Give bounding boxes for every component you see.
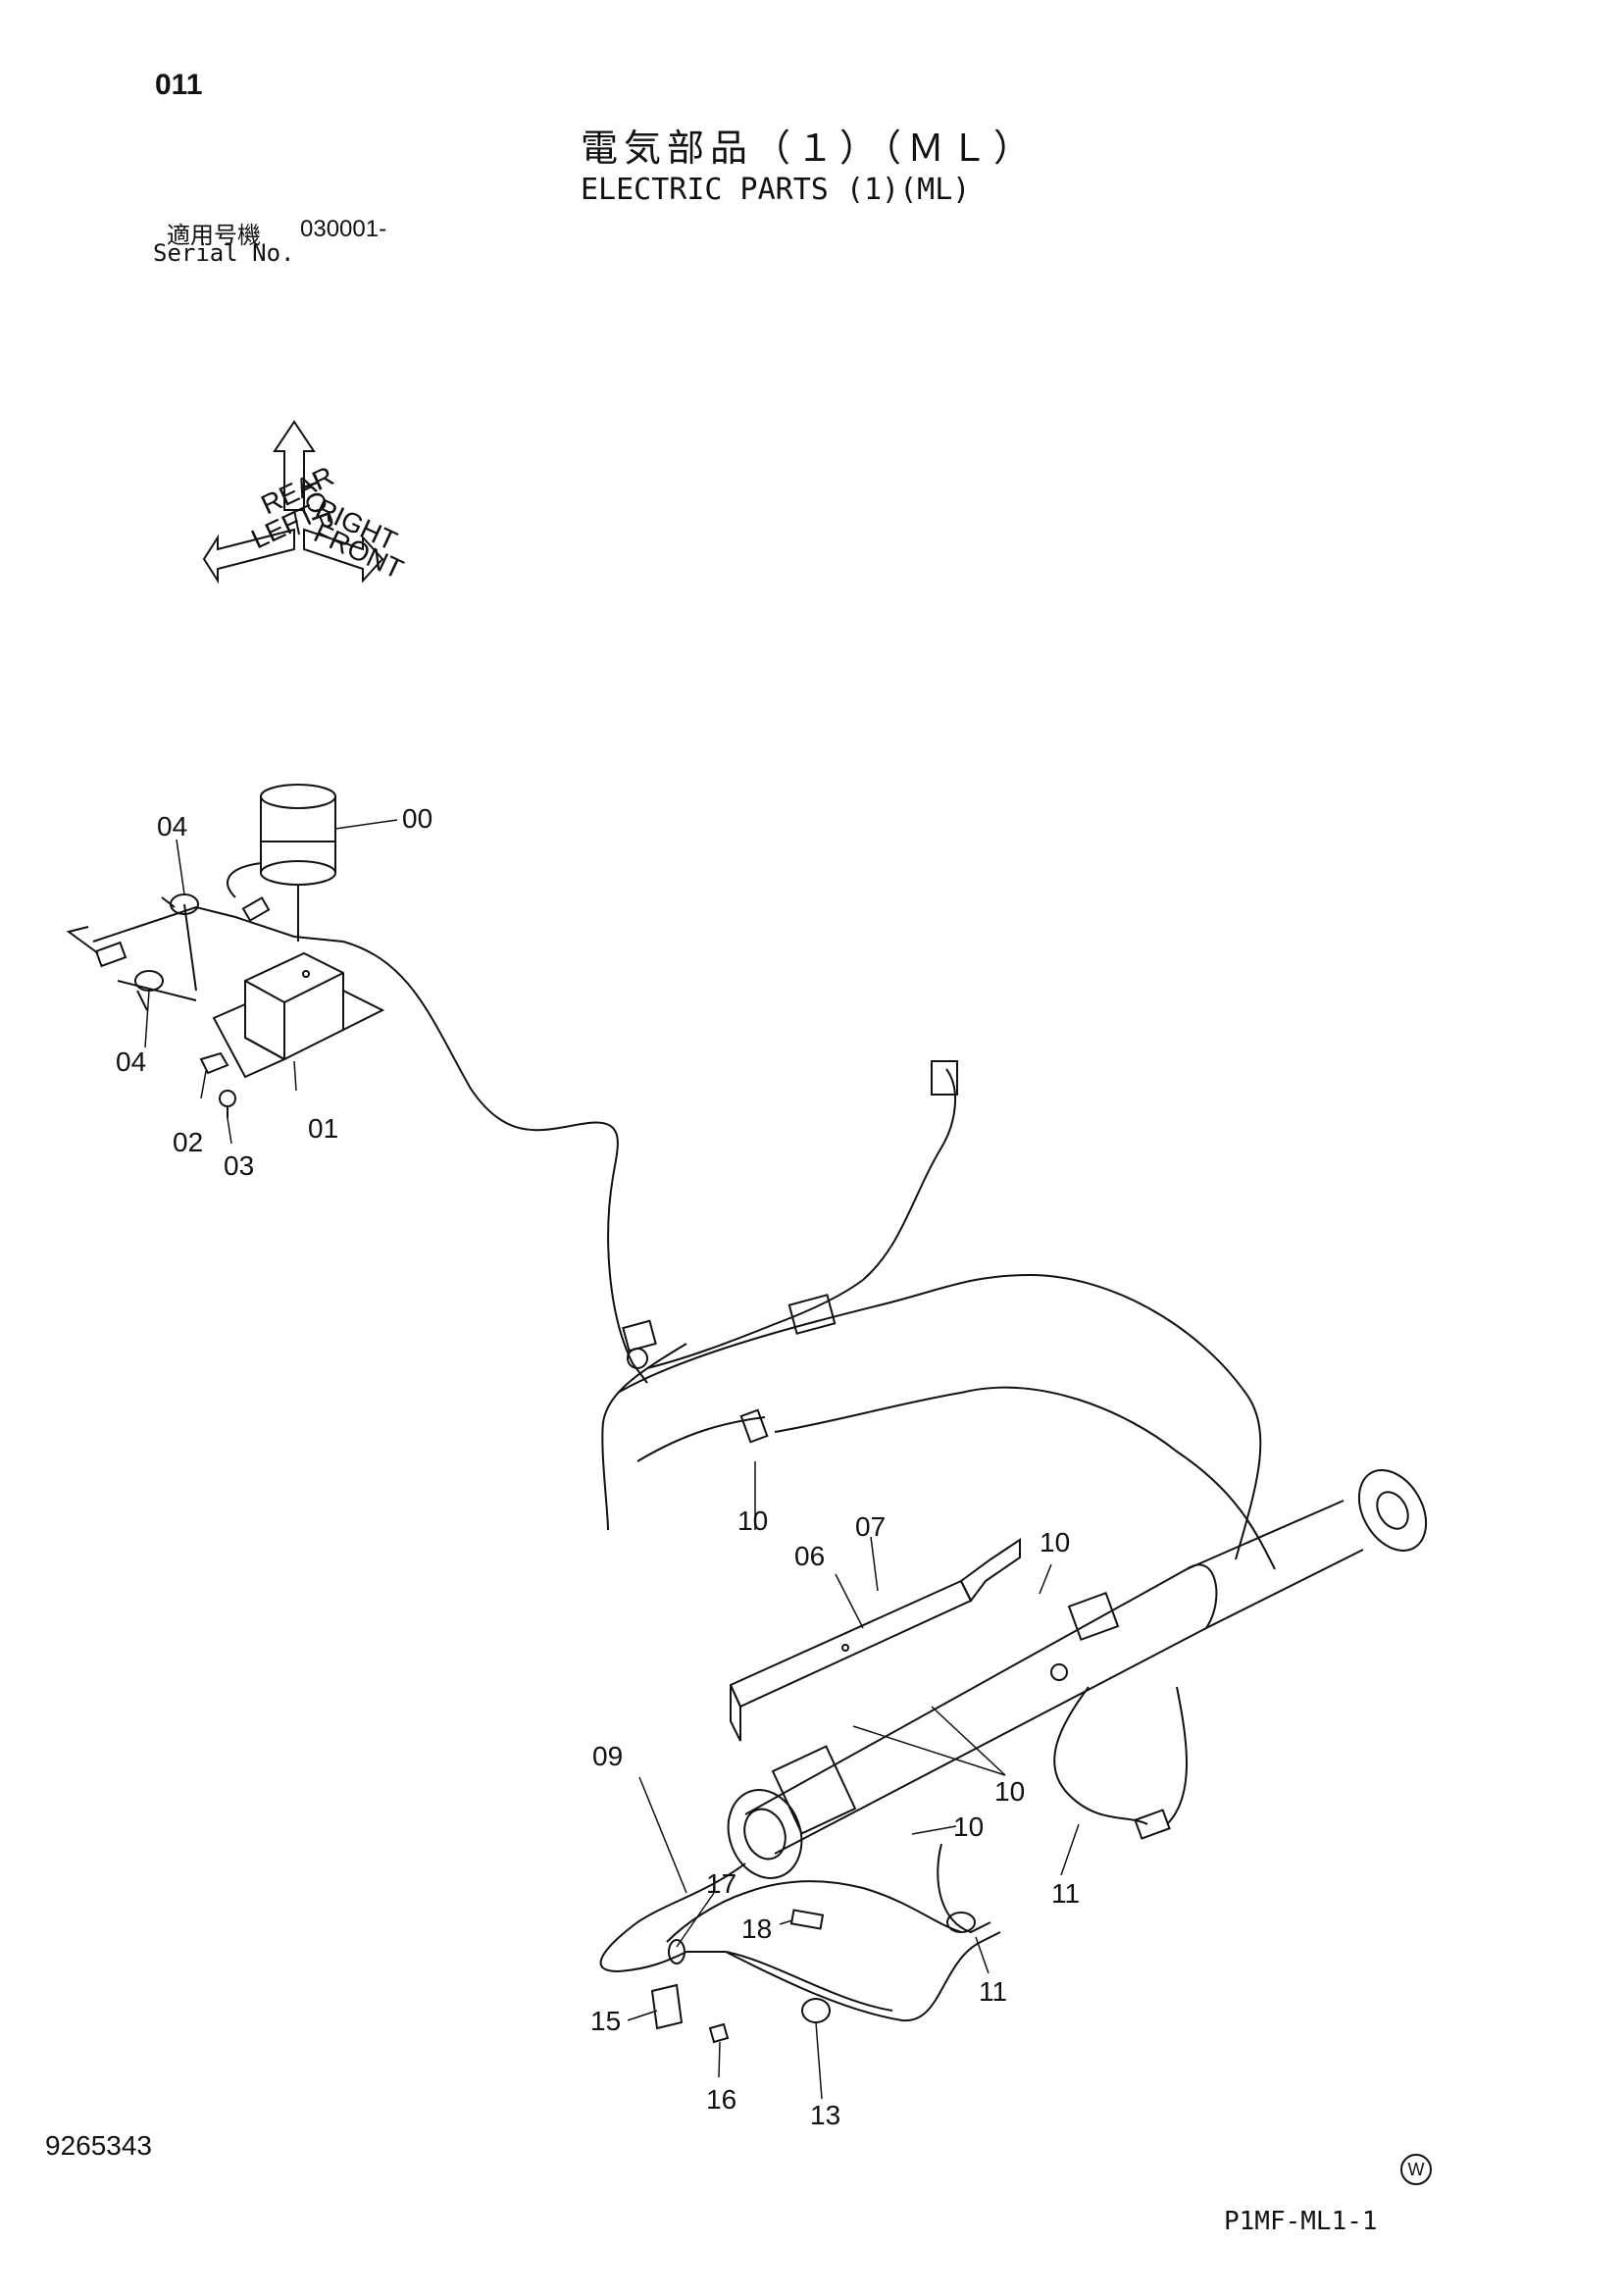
lamp-bracket-icon [212,951,385,1079]
serial-label-english: Serial No. [153,239,295,267]
main-wire-harness-icon [601,1060,1276,1570]
plate-and-bolt-icon [199,1051,236,1118]
callout-07: 07 [855,1511,886,1542]
callout-18: 18 [741,1913,772,1944]
callout-03: 03 [224,1150,254,1181]
callout-01: 01 [308,1113,338,1144]
orientation-arrows-icon: TOP REAR LEFT RIGHT FRONT [202,420,408,585]
callout-00: 00 [402,803,432,834]
page-title-japanese: 電気部品（１）（ＭＬ） [581,127,1038,170]
callout-16: 16 [706,2084,736,2115]
callout-04-bottom: 04 [116,1046,146,1077]
callout-10-d: 10 [953,1811,984,1842]
page-code: 011 [155,69,203,101]
serial-label-japanese: 適用号機 [167,222,261,249]
callout-10-b: 10 [1040,1527,1070,1557]
watermark-symbol: W [1400,2154,1432,2185]
lower-wire-harness-icon [599,1843,1001,2044]
callout-11-b: 11 [979,1976,1007,2007]
callout-02: 02 [173,1127,203,1157]
callout-leader-lines [144,819,1080,2100]
serial-value: 030001- [300,216,387,242]
callout-11-a: 11 [1051,1878,1080,1909]
cable-clamp-icon [66,893,619,1178]
cover-plate-icon [729,1538,1021,1742]
callout-09: 09 [592,1741,623,1771]
callout-04-top: 04 [157,811,187,842]
callout-17: 17 [706,1868,736,1899]
callout-13: 13 [810,2100,840,2130]
page-title-english: ELECTRIC PARTS (1)(ML) [581,173,971,207]
hydraulic-cylinder-icon [727,1469,1428,1879]
document-number: 9265343 [45,2130,153,2161]
callout-06: 06 [794,1541,825,1571]
callout-15: 15 [590,2006,621,2036]
callout-10-c: 10 [994,1776,1025,1807]
beacon-lamp-icon [227,784,336,942]
figure-code: P1MF-ML1-1 [1224,2207,1378,2236]
callout-10-a: 10 [737,1505,768,1536]
